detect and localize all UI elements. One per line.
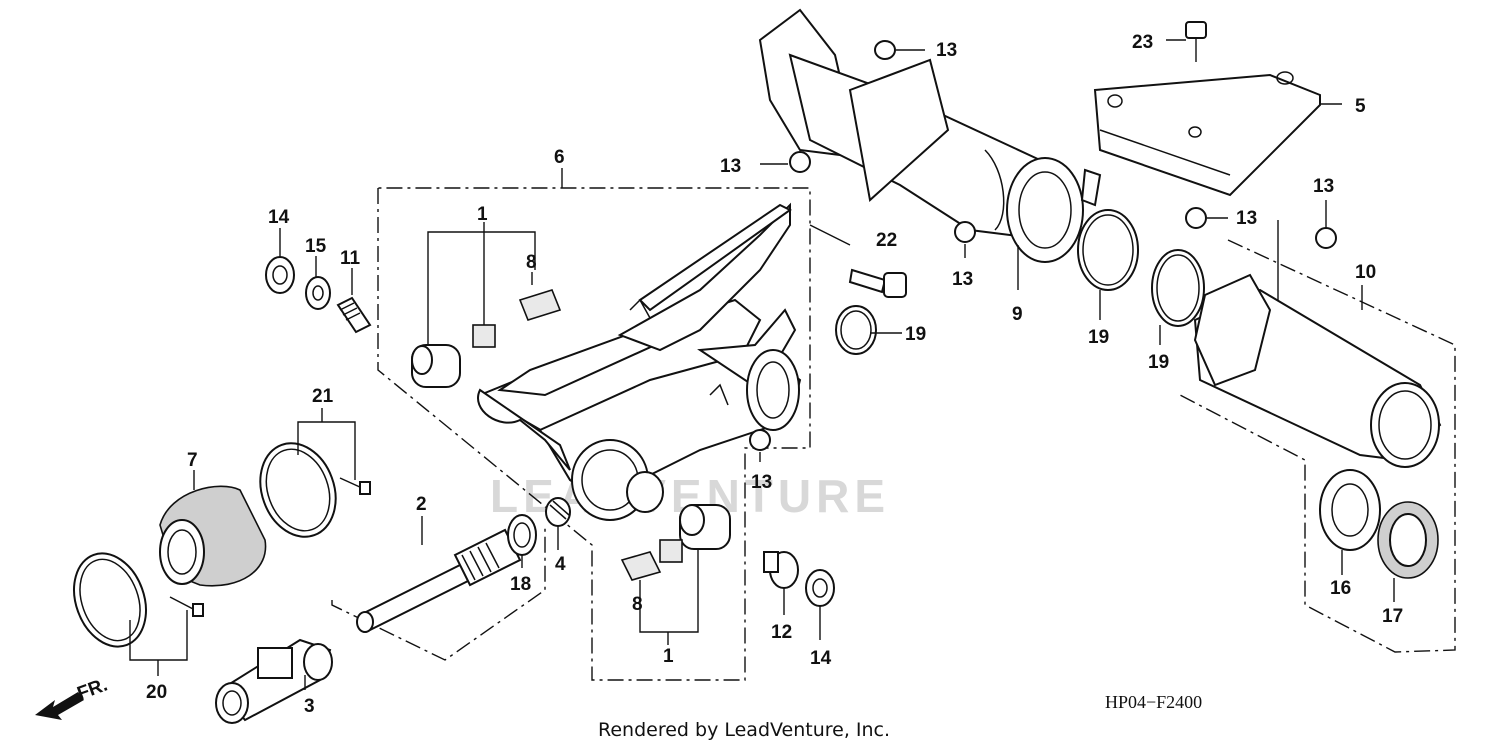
screw-21 <box>339 477 371 495</box>
label-17: 17 <box>1382 606 1403 627</box>
label-13: 13 <box>1313 176 1334 197</box>
label-2: 2 <box>416 494 427 515</box>
boot-7 <box>159 485 267 587</box>
label-23: 23 <box>1132 32 1153 53</box>
bolt-12 <box>763 551 799 589</box>
o-ring-19-a <box>835 305 877 355</box>
bolt-22 <box>848 268 907 298</box>
label-19: 19 <box>1088 327 1109 348</box>
drive-shaft-2 <box>356 528 522 633</box>
swingarm-group-bracket <box>377 168 811 681</box>
label-9: 9 <box>1012 304 1023 325</box>
label-8: 8 <box>526 252 537 273</box>
band-20 <box>73 552 147 648</box>
screw-20 <box>169 596 204 617</box>
label-21: 21 <box>312 386 334 407</box>
cap-lower <box>620 539 683 581</box>
spring-4 <box>545 497 571 527</box>
nut-14-lower <box>805 569 835 607</box>
washer-15 <box>305 276 331 310</box>
final-drive-case-9 <box>758 8 1102 263</box>
universal-joint-3 <box>215 638 333 724</box>
label-15: 15 <box>305 236 327 257</box>
label-7: 7 <box>187 450 198 471</box>
label-12: 12 <box>771 622 792 643</box>
axle-housing-group-bracket <box>1179 239 1456 653</box>
label-11: 11 <box>340 248 361 269</box>
bolt-23 <box>1185 21 1207 62</box>
nut-14-upper <box>265 256 295 294</box>
label-13: 13 <box>952 269 973 290</box>
leader-lines <box>129 39 1395 690</box>
label-6: 6 <box>554 147 565 168</box>
label-3: 3 <box>304 696 315 717</box>
label-14: 14 <box>810 648 832 669</box>
label-8: 8 <box>632 594 643 615</box>
label-18: 18 <box>510 574 531 595</box>
label-20: 20 <box>146 682 167 703</box>
label-13: 13 <box>720 156 741 177</box>
front-direction-arrow: FR. <box>35 674 110 720</box>
pivot-collar-upper <box>411 344 461 388</box>
bracket-5 <box>1093 71 1321 197</box>
label-5: 5 <box>1355 96 1366 117</box>
nuts-13 <box>749 40 1337 451</box>
label-13: 13 <box>1236 208 1257 229</box>
label-1: 1 <box>477 204 488 225</box>
label-19: 19 <box>1148 352 1169 373</box>
driveshaft-group-bracket <box>331 516 546 661</box>
label-13: 13 <box>936 40 957 61</box>
bearing-16 <box>1319 469 1381 551</box>
diagram-code: HP04−F2400 <box>1105 692 1202 712</box>
direction-label: FR. <box>75 674 111 704</box>
credit-text: Rendered by LeadVenture, Inc. <box>598 719 890 741</box>
label-1: 1 <box>663 646 674 667</box>
cap-upper <box>472 289 562 348</box>
label-10: 10 <box>1355 262 1376 283</box>
bolt-11 <box>336 296 372 334</box>
callout-labels: 1 1 2 3 4 5 6 7 8 8 9 10 11 12 13 13 13 … <box>146 32 1403 717</box>
swingarm <box>477 202 802 521</box>
o-ring-19-b <box>1077 209 1139 291</box>
label-4: 4 <box>555 554 566 575</box>
pivot-collar-lower <box>679 504 731 550</box>
label-13: 13 <box>751 472 772 493</box>
label-14: 14 <box>268 207 290 228</box>
label-16: 16 <box>1330 578 1351 599</box>
axle-housing-10 <box>1193 273 1442 468</box>
seal-18 <box>507 514 537 556</box>
label-19: 19 <box>905 324 926 345</box>
o-ring-19-c <box>1151 249 1205 327</box>
label-22: 22 <box>876 230 897 251</box>
seal-17 <box>1377 501 1439 579</box>
band-21 <box>259 442 337 538</box>
